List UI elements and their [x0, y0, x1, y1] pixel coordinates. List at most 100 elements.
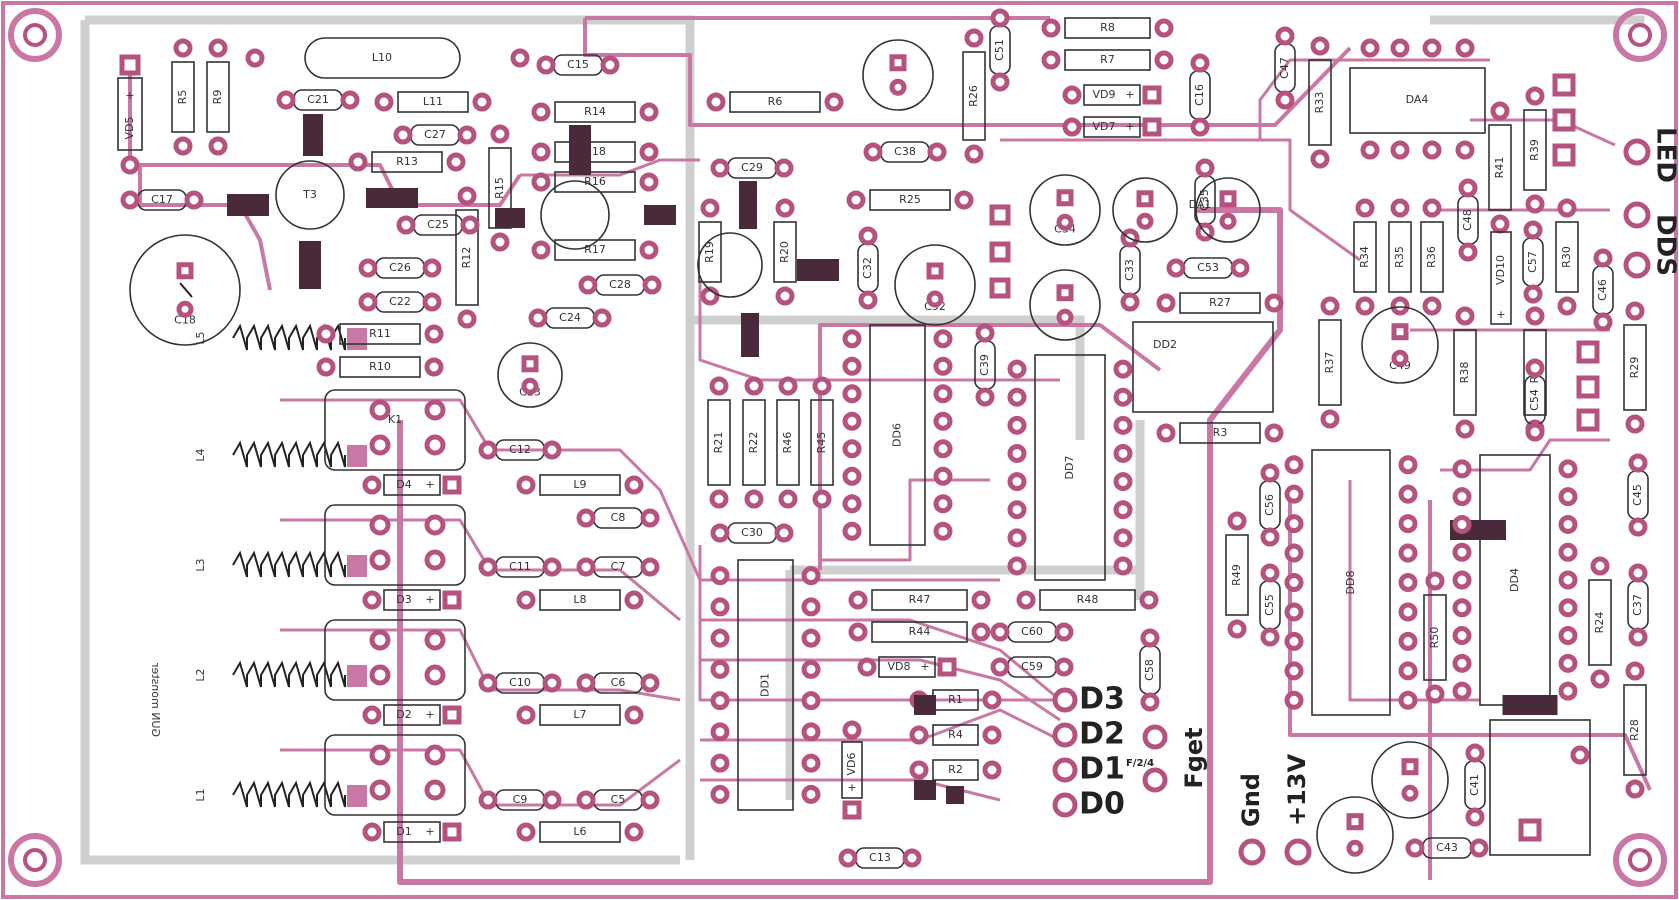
resistor-body [729, 91, 821, 113]
pad [1391, 349, 1409, 367]
resistor-body [397, 91, 469, 113]
pad [396, 215, 416, 235]
pad [710, 691, 730, 711]
pad [1284, 484, 1304, 504]
pad [1469, 838, 1489, 858]
pad [1398, 573, 1418, 592]
resistor-body [1353, 221, 1377, 293]
pad [933, 466, 953, 486]
crystal-body [304, 37, 461, 79]
pad [457, 309, 477, 329]
pad [457, 125, 477, 145]
resistor-body [171, 61, 195, 133]
trace [700, 618, 1061, 702]
pad [1398, 455, 1418, 475]
resistor-body [742, 399, 766, 486]
ic-label: DA4 [1406, 93, 1429, 106]
pad [982, 725, 1002, 745]
pad [1320, 409, 1340, 429]
pad [1390, 140, 1410, 160]
pad [422, 292, 442, 312]
component-label: R22 [747, 432, 760, 454]
pad [858, 226, 878, 246]
resistor-body [962, 51, 986, 141]
component-label: C37 [1631, 594, 1644, 616]
pad [1525, 358, 1545, 378]
resistor-body [1523, 109, 1547, 191]
resistor-body [539, 821, 621, 843]
connector-pad [1623, 201, 1651, 229]
pad [824, 92, 844, 112]
diode-body [1083, 84, 1141, 106]
pad-square [347, 665, 367, 687]
pad [528, 308, 548, 328]
component-label: L11 [423, 95, 443, 108]
pad [710, 158, 730, 178]
pad [710, 722, 730, 742]
resistor-body [1420, 221, 1444, 293]
ic-body [1311, 449, 1391, 716]
pad [1140, 628, 1160, 648]
pad [1062, 117, 1082, 137]
pad [624, 705, 644, 725]
pad [971, 590, 991, 610]
plus-mark: + [425, 593, 434, 606]
mounting-hole-inner [23, 848, 47, 872]
smd-pad [366, 188, 418, 208]
component-label: C32 [861, 257, 874, 279]
component-label: C25 [427, 218, 449, 231]
pad-plus [889, 54, 907, 72]
component-label: R9 [211, 90, 224, 105]
pad [173, 136, 193, 156]
component-label: R20 [778, 241, 791, 263]
pad [446, 152, 466, 172]
pad [120, 190, 140, 210]
pad [1054, 622, 1074, 642]
component-label: C35 [1198, 189, 1211, 211]
mounting-hole [1613, 8, 1667, 62]
pad [1284, 602, 1304, 622]
header-pin [989, 277, 1011, 299]
pad [1260, 627, 1280, 647]
resistor-body [707, 399, 731, 486]
pad [710, 566, 730, 586]
resistor-body [871, 621, 968, 643]
pad [424, 357, 444, 377]
resistor-body [1388, 221, 1412, 293]
diode-body [383, 589, 441, 611]
pad [1007, 443, 1027, 463]
header-pin [1576, 340, 1600, 364]
component-label: L9 [573, 478, 586, 491]
pad [1401, 784, 1419, 802]
pad [531, 102, 551, 122]
pad [1425, 684, 1445, 704]
pad [1455, 140, 1475, 160]
pad [1455, 306, 1475, 326]
pad [744, 489, 764, 509]
component-label: C26 [389, 261, 411, 274]
inductor-label: L4 [194, 448, 207, 461]
pad [1320, 296, 1340, 316]
pad [1190, 53, 1210, 73]
component-label: R50 [1428, 627, 1441, 649]
pad [842, 439, 862, 459]
component-label: VD5 [123, 117, 136, 140]
pad-square [347, 328, 367, 350]
pad-plus [1056, 284, 1074, 302]
led-label: LED [1651, 127, 1679, 183]
gnd-label: Gnd [1237, 773, 1265, 827]
component-label: C7 [611, 560, 626, 573]
resistor-body [1179, 292, 1261, 314]
regulator-body [1489, 719, 1591, 856]
pad [1398, 602, 1418, 622]
pad [990, 8, 1010, 28]
component-label: R45 [815, 432, 828, 454]
component-label: C28 [609, 278, 631, 291]
pad [576, 790, 596, 810]
pad-plus [1346, 813, 1364, 831]
pad [842, 720, 862, 740]
component-label: R5 [176, 90, 189, 105]
plus-mark: + [125, 89, 134, 102]
pad [1625, 779, 1645, 799]
component-label: C18 [174, 313, 196, 326]
